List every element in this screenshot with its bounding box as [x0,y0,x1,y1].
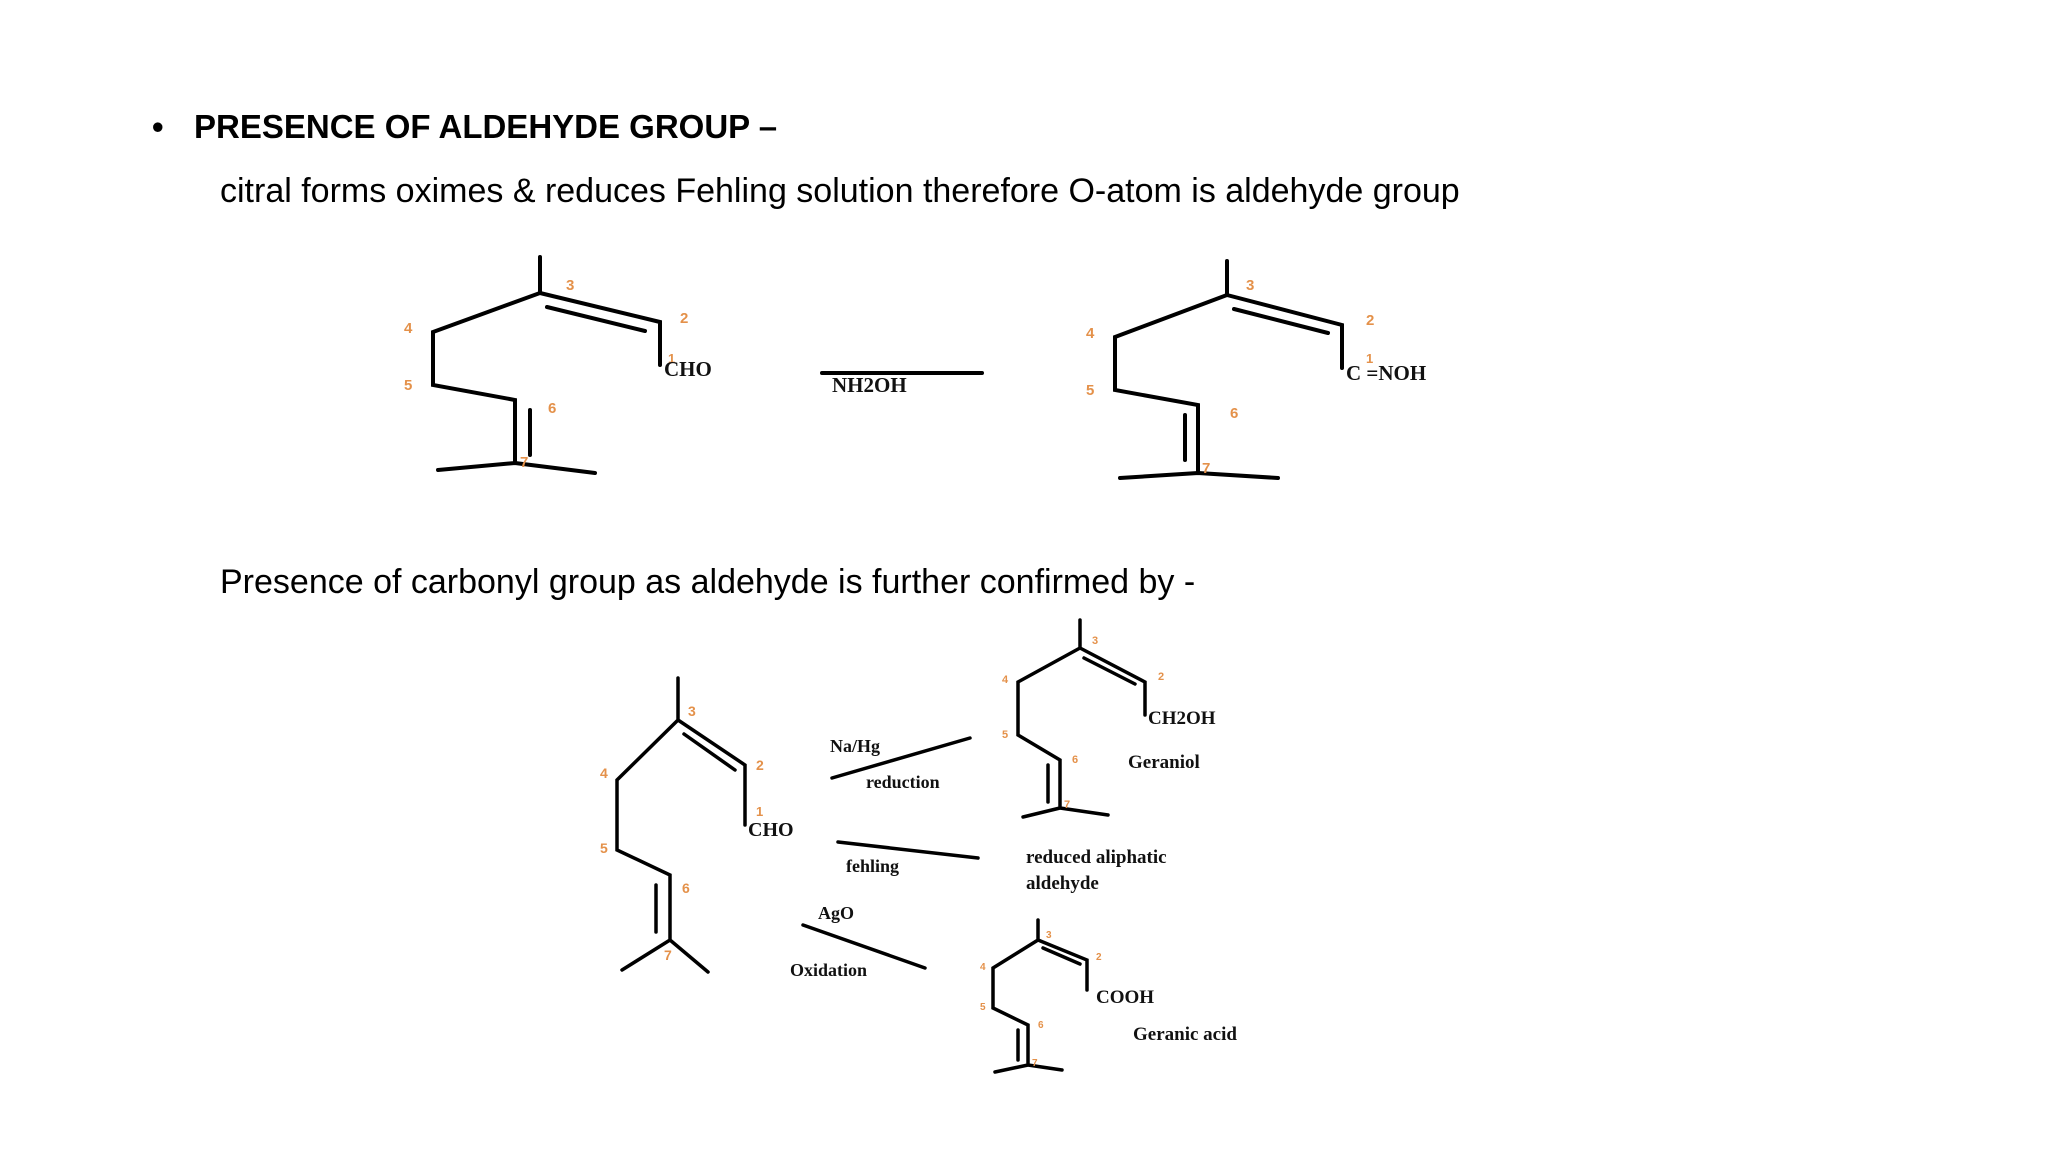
ger-num-4: 4 [1002,674,1009,686]
fehling-reagent-label: fehling [846,856,899,876]
ger-num-2: 2 [1158,671,1164,683]
ger-num-3: 3 [1092,635,1098,647]
oxidation-reagent-label: AgO [818,903,854,923]
heading: • PRESENCE OF ALDEHYDE GROUP – [152,108,777,146]
gac-num-6: 6 [1038,1020,1044,1031]
bc-num-6: 6 [682,880,690,896]
gac-num-2: 2 [1096,952,1102,963]
oxime-num-6: 6 [1230,405,1238,422]
geranic-skeleton [991,918,1089,1074]
citral-skeleton [431,255,662,475]
geranic-cooh-label: COOH [1096,987,1154,1008]
reduction-reagent-label: Na/Hg [830,736,880,756]
oxime-double-bond-1 [1232,307,1330,335]
oxime-num-1: 1 [1366,351,1373,366]
citral-num-5: 5 [404,377,412,394]
oxime-num-2: 2 [1366,312,1374,329]
oxidation-type-label: Oxidation [790,960,867,980]
gac-num-4: 4 [980,962,986,973]
oxime-num-5: 5 [1086,382,1094,399]
reduction-line [830,736,972,780]
geraniol-double-1 [1082,656,1137,686]
reduction-type-label: reduction [866,772,940,792]
bottom-citral-skeleton [615,676,747,974]
geranic-double-1 [1041,946,1082,966]
paragraph-confirmation: Presence of carbonyl group as aldehyde i… [220,563,1196,601]
bc-num-1: 1 [756,804,763,819]
gac-num-3: 3 [1046,930,1052,941]
citral-num-3: 3 [566,277,574,294]
geraniol-skeleton [1016,618,1147,819]
oxime-num-3: 3 [1246,277,1254,294]
citral-double-bond-1 [545,305,647,333]
geraniol-ch2oh-label: CH2OH [1148,708,1216,729]
paragraph-oxime: citral forms oximes & reduces Fehling so… [220,172,1460,210]
ger-num-6: 6 [1072,754,1078,766]
citral-num-4: 4 [404,320,413,337]
oxime-cnoh-label: C =NOH [1346,361,1426,385]
citral-num-6: 6 [548,400,556,417]
ger-num-7: 7 [1064,799,1070,811]
confirmation-reactions-diagram: 3 2 4 5 6 7 1 CHO Na/Hg reduction fehlin… [560,610,1280,1080]
bullet-icon: • [152,108,164,145]
geraniol-name-label: Geraniol [1128,752,1200,773]
oxime-skeleton [1113,259,1344,480]
oxime-reaction-diagram: 3 2 4 5 6 7 1 CHO NH2OH 3 2 4 5 6 7 1 C … [390,245,1520,490]
citral-num-1: 1 [668,351,675,366]
oxidation-line [801,923,927,970]
citral-cho-label: CHO [664,357,712,381]
fehling-product-line2: aldehyde [1026,873,1099,894]
bc-num-2: 2 [756,757,764,773]
reagent-label: NH2OH [832,373,907,397]
oxime-num-4: 4 [1086,325,1095,342]
bottom-citral-cho-label: CHO [748,819,794,841]
ger-num-5: 5 [1002,729,1008,741]
bc-num-4: 4 [600,765,608,781]
bc-num-3: 3 [688,703,696,719]
fehling-line [836,840,980,860]
citral-num-2: 2 [680,310,688,327]
gac-num-7: 7 [1032,1058,1038,1069]
geranic-name-label: Geranic acid [1133,1024,1237,1045]
oxime-num-7: 7 [1202,460,1210,477]
fehling-product-line1: reduced aliphatic [1026,847,1167,868]
bottom-citral-double-1 [682,732,737,772]
bc-num-5: 5 [600,840,608,856]
bc-num-7: 7 [664,947,672,963]
heading-text: PRESENCE OF ALDEHYDE GROUP – [194,108,778,145]
citral-num-7: 7 [520,454,528,471]
gac-num-5: 5 [980,1002,986,1013]
